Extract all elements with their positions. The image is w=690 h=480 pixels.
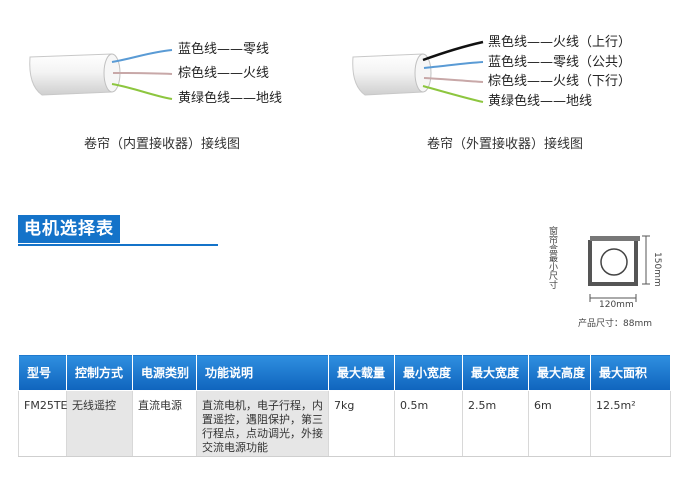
spec-vertical-label: 窗帘盒最小尺寸 [547, 226, 557, 289]
cell-max-area: 12.5m² [590, 390, 671, 457]
cell-max-width: 2.5m [462, 390, 529, 457]
header-max-area: 最大面积 [590, 354, 671, 391]
diagram-caption-internal: 卷帘（内置接收器）接线图 [84, 137, 241, 152]
wire-label-blue: 蓝色线——零线 [178, 42, 270, 57]
cable-illustration-external [352, 40, 484, 103]
header-max-height: 最大高度 [528, 354, 591, 391]
cable-illustration-internal [29, 49, 173, 100]
header-function: 功能说明 [196, 354, 329, 391]
wire-label-brown: 棕色线——火线 [178, 66, 270, 81]
cell-power-type: 直流电源 [132, 390, 197, 457]
wiring-diagram-internal: 蓝色线——零线 棕色线——火线 黄绿色线——地线 卷帘（内置接收器）接线图 [0, 0, 345, 160]
table-row: FM25TE 无线遥控 直流电源 直流电机，电子行程，内置遥控，遇阻保护，第三行… [18, 390, 671, 457]
spec-width-label: 120mm [599, 300, 634, 310]
header-power-type: 电源类别 [132, 354, 197, 391]
wire-label-brown: 棕色线——火线（下行） [488, 74, 632, 89]
header-model: 型号 [18, 354, 67, 391]
table-header-row: 型号 控制方式 电源类别 功能说明 最大载量 最小宽度 最大宽度 最大高度 最大… [18, 354, 671, 391]
curtain-box-drawing [588, 235, 650, 302]
cell-model: FM25TE [18, 390, 67, 457]
cell-function: 直流电机，电子行程，内置遥控，遇阻保护，第三行程点，点动调光，外接交流电源功能 [196, 390, 329, 457]
size-spec-diagram: 窗帘盒最小尺寸 150mm 120mm 产品尺寸：88mm [540, 222, 680, 330]
cell-max-load: 7kg [328, 390, 395, 457]
wire-label-yellow-green: 黄绿色线——地线 [488, 94, 593, 109]
cell-max-height: 6m [528, 390, 591, 457]
section-title: 电机选择表 [18, 215, 120, 243]
motor-selection-table: 型号 控制方式 电源类别 功能说明 最大载量 最小宽度 最大宽度 最大高度 最大… [18, 354, 671, 457]
wire-label-black: 黑色线——火线（上行） [488, 35, 632, 50]
spec-product-size: 产品尺寸：88mm [578, 319, 652, 329]
header-control-method: 控制方式 [66, 354, 133, 391]
section-title-underline [18, 244, 218, 246]
wire-label-yellow-green: 黄绿色线——地线 [178, 91, 283, 106]
header-max-width: 最大宽度 [462, 354, 529, 391]
wiring-diagram-external: 黑色线——火线（上行） 蓝色线——零线（公共） 棕色线——火线（下行） 黄绿色线… [345, 0, 690, 160]
cell-control-method: 无线遥控 [66, 390, 133, 457]
diagram-caption-external: 卷帘（外置接收器）接线图 [427, 137, 584, 152]
cell-min-width: 0.5m [394, 390, 463, 457]
header-min-width: 最小宽度 [394, 354, 463, 391]
wire-label-blue: 蓝色线——零线（公共） [488, 55, 632, 70]
header-max-load: 最大载量 [328, 354, 395, 391]
spec-height-label: 150mm [652, 252, 662, 287]
